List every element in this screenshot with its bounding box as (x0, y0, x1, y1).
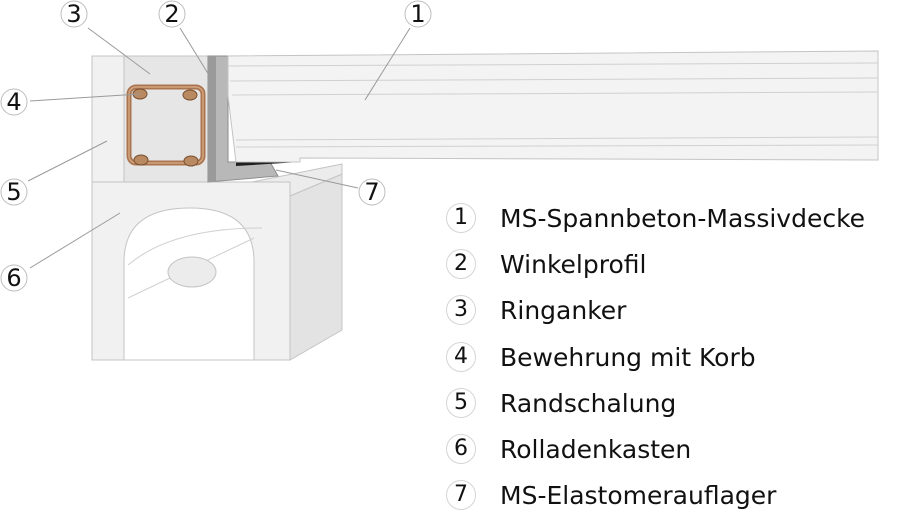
callout-2-number: 2 (164, 0, 179, 28)
legend-number: 4 (446, 341, 476, 372)
callout-3-number: 3 (66, 0, 81, 28)
legend-item: 6 Rolladenkasten (444, 431, 900, 477)
legend-item: 2 Winkelprofil (444, 246, 900, 292)
callout-5: 5 (0, 178, 28, 206)
shutter-roller (167, 256, 217, 288)
legend-item: 4 Bewehrung mit Korb (444, 339, 900, 385)
concrete-slab (227, 50, 879, 163)
legend-label: Randschalung (500, 388, 677, 418)
legend-number: 1 (446, 203, 476, 233)
legend-label: Rolladenkasten (500, 434, 692, 464)
legend-number: 3 (446, 295, 476, 326)
legend-number: 6 (446, 433, 476, 464)
callout-4-number: 4 (6, 88, 21, 116)
legend-label: Ringanker (500, 296, 627, 326)
wall-section-diagram: 1 2 3 4 5 6 7 (0, 0, 879, 361)
legend-label: MS-Elastomerauflager (500, 481, 777, 511)
legend: 1 MS-Spannbeton-Massivdecke 2 Winkelprof… (444, 200, 900, 523)
legend-item: 3 Ringanker (444, 292, 900, 338)
leader-1 (364, 27, 411, 101)
legend-label: MS-Spannbeton-Massivdecke (500, 204, 866, 233)
legend-item: 5 Randschalung (444, 385, 900, 431)
legend-number: 2 (446, 249, 476, 280)
leader-3 (87, 27, 151, 75)
callout-2: 2 (158, 0, 186, 28)
callout-5-number: 5 (6, 178, 21, 206)
legend-item: 1 MS-Spannbeton-Massivdecke (444, 200, 900, 246)
legend-label: Bewehrung mit Korb (500, 342, 756, 372)
callout-6: 6 (0, 264, 28, 292)
leader-5 (27, 140, 108, 182)
legend-label: Winkelprofil (500, 250, 647, 280)
callout-4: 4 (0, 88, 28, 116)
callout-1: 1 (404, 0, 432, 28)
legend-item: 7 MS-Elastomerauflager (444, 477, 900, 523)
callout-3: 3 (60, 0, 88, 28)
legend-number: 5 (446, 387, 476, 418)
callout-1-number: 1 (410, 0, 425, 28)
callout-7: 7 (358, 178, 386, 206)
roller-shutter-box (91, 163, 343, 361)
leader-6 (29, 212, 121, 269)
callout-6-number: 6 (6, 264, 21, 292)
rebar-cage (126, 84, 206, 167)
legend-number: 7 (446, 480, 476, 511)
callout-7-number: 7 (364, 178, 379, 206)
edge-formwork (91, 55, 125, 183)
leader-7 (275, 169, 359, 189)
leader-lines (27, 27, 411, 269)
leader-2 (179, 27, 213, 81)
leader-4 (29, 93, 141, 102)
